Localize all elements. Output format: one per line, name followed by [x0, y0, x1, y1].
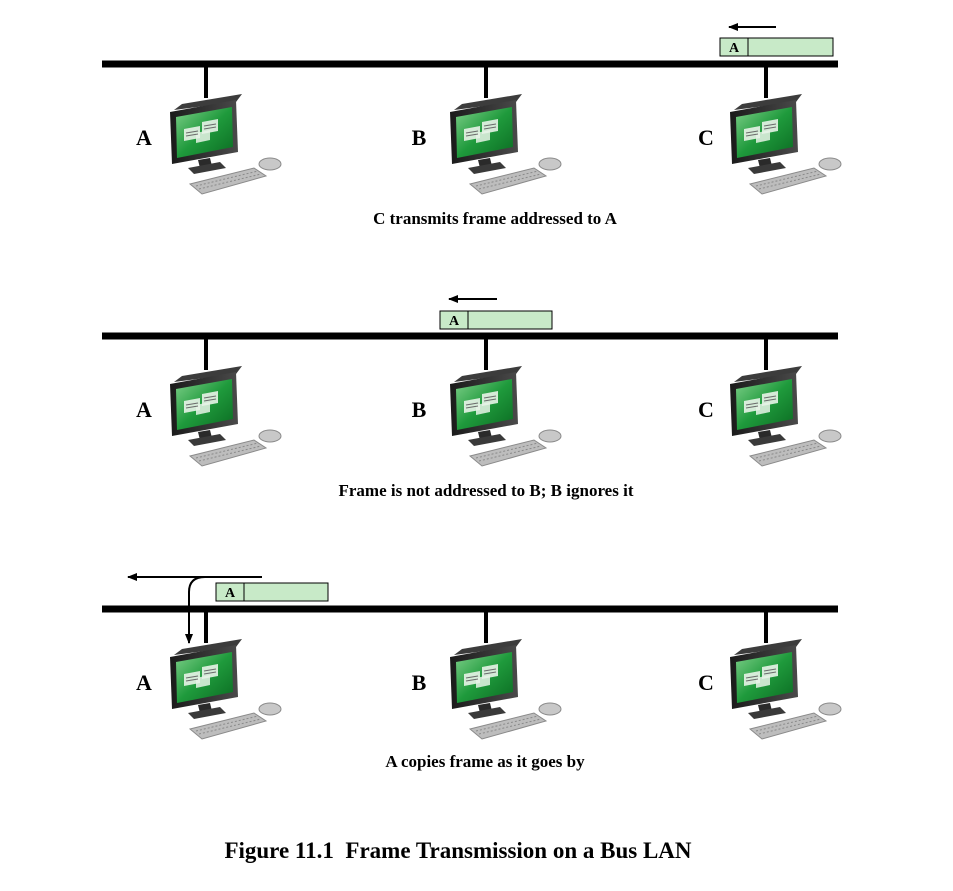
figure-title: Figure 11.1 Frame Transmission on a Bus …	[224, 838, 691, 863]
caption: Frame is not addressed to B; B ignores i…	[339, 481, 634, 500]
computer-icon	[169, 93, 282, 195]
computer-icon	[169, 365, 282, 467]
computer-icon	[449, 638, 562, 740]
frame: A	[439, 310, 553, 330]
station-label-c: C	[698, 125, 714, 150]
frame: A	[215, 582, 329, 602]
frame-address: A	[729, 41, 740, 56]
computer-icon	[729, 365, 842, 467]
station-label-b: B	[412, 670, 427, 695]
station-label-a: A	[136, 125, 152, 150]
frame-address: A	[449, 314, 460, 329]
computer-icon	[449, 365, 562, 467]
panel-step2: A B C A Frame is not addressed to B; B i…	[102, 295, 842, 500]
frame: A	[719, 37, 834, 57]
caption: A copies frame as it goes by	[385, 752, 585, 771]
station-label-c: C	[698, 397, 714, 422]
station-label-a: A	[136, 670, 152, 695]
frame-address: A	[225, 586, 236, 601]
station-label-c: C	[698, 670, 714, 695]
copy-arrow-icon	[185, 576, 206, 644]
station-label-b: B	[412, 125, 427, 150]
caption: C transmits frame addressed to A	[373, 209, 618, 228]
computer-icon	[449, 93, 562, 195]
panel-step1: A B C A C transmits frame addressed to A	[102, 23, 842, 228]
computer-icon	[729, 638, 842, 740]
station-label-b: B	[412, 397, 427, 422]
station-label-a: A	[136, 397, 152, 422]
computer-icon	[169, 638, 282, 740]
panel-step3: A B C A A copies frame as it goes by	[102, 573, 842, 771]
computer-icon	[729, 93, 842, 195]
